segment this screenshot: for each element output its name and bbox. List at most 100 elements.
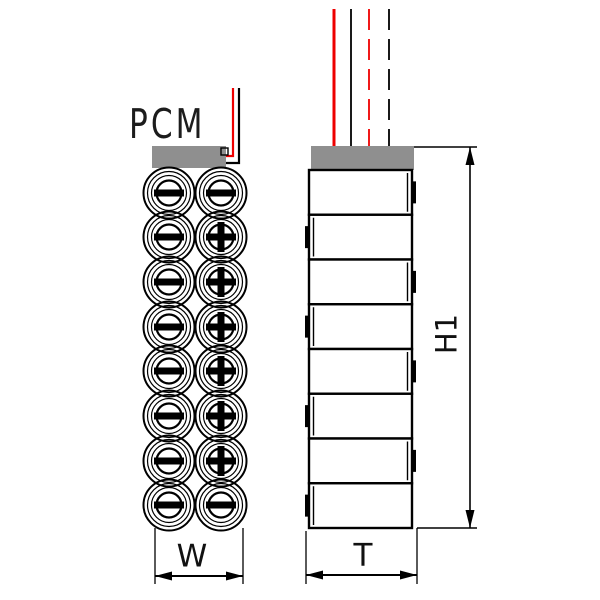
battery-cell-front xyxy=(194,166,248,220)
cell-ring xyxy=(202,397,240,435)
minus-terminal-icon xyxy=(206,501,236,509)
cell-ring xyxy=(146,304,192,350)
cell-terminal-nub xyxy=(411,181,416,204)
cell-ring xyxy=(194,210,248,264)
plus-terminal-icon xyxy=(217,401,225,431)
cell-ring xyxy=(194,300,248,354)
minus-terminal-icon xyxy=(154,189,184,197)
cell-body xyxy=(307,168,414,216)
cell-ring xyxy=(198,438,244,484)
cell-ring xyxy=(198,214,244,260)
battery-cell-side xyxy=(307,258,416,306)
minus-terminal-icon xyxy=(154,233,184,241)
battery-cell-front xyxy=(194,478,248,532)
cell-ring xyxy=(198,170,244,216)
dimension-arrow xyxy=(155,571,172,581)
battery-cell-front xyxy=(142,255,196,309)
cell-body xyxy=(307,437,414,485)
battery-cell-side xyxy=(305,213,414,261)
cell-body xyxy=(307,347,414,395)
minus-terminal-icon xyxy=(154,367,184,375)
battery-cell-side xyxy=(307,168,416,216)
battery-cell-side xyxy=(305,303,414,351)
plus-terminal-icon xyxy=(217,356,225,386)
minus-terminal-icon xyxy=(154,278,184,286)
pcm-label: PCM xyxy=(129,100,206,148)
cell-terminal-nub xyxy=(305,405,310,428)
dimension-arrow xyxy=(306,570,323,580)
minus-terminal-icon xyxy=(154,412,184,420)
battery-cell-side xyxy=(307,437,416,485)
cell-body xyxy=(307,392,414,440)
battery-cell-front xyxy=(194,389,248,443)
cell-ring xyxy=(194,478,248,532)
cell-ring xyxy=(194,434,248,488)
front-black-wire xyxy=(226,88,241,165)
cell-body xyxy=(307,213,414,261)
cell-body xyxy=(307,258,414,306)
front-red-wire xyxy=(226,88,235,158)
minus-terminal-icon xyxy=(154,501,184,509)
cell-ring xyxy=(146,259,192,305)
cell-ring xyxy=(150,486,188,524)
cell-ring xyxy=(146,214,192,260)
cell-terminal-nub xyxy=(305,315,310,338)
battery-cell-side xyxy=(305,392,414,440)
wire-solder-tab xyxy=(220,147,229,156)
battery-cell-front xyxy=(194,210,248,264)
cell-ring xyxy=(146,348,192,394)
cell-terminal-nub xyxy=(411,360,416,383)
cell-body xyxy=(307,303,414,351)
dimension-arrow xyxy=(226,571,243,581)
plus-terminal-icon xyxy=(217,222,225,252)
cell-ring xyxy=(198,304,244,350)
dimension-label-w: W xyxy=(176,538,208,575)
cell-ring xyxy=(146,482,192,528)
cell-ring xyxy=(202,263,240,301)
dimension-label-t: T xyxy=(353,537,373,574)
cell-ring xyxy=(150,397,188,435)
dimension-arrow xyxy=(400,570,417,580)
cell-ring xyxy=(202,486,240,524)
cell-ring xyxy=(202,352,240,390)
cell-ring xyxy=(194,166,248,220)
plus-terminal-icon xyxy=(217,312,225,342)
cell-terminal-nub xyxy=(411,270,416,293)
battery-cell-side xyxy=(307,347,416,395)
cell-ring xyxy=(198,259,244,305)
cell-ring xyxy=(198,393,244,439)
cell-ring xyxy=(194,389,248,443)
pcm-bar-front xyxy=(152,146,226,168)
minus-terminal-icon xyxy=(154,457,184,465)
battery-cell-front xyxy=(194,255,248,309)
plus-terminal-icon xyxy=(217,446,225,476)
pcm-bar-side xyxy=(311,146,414,170)
cell-ring xyxy=(146,438,192,484)
battery-cell-front xyxy=(194,434,248,488)
battery-cell-front xyxy=(194,344,248,398)
cell-ring xyxy=(194,344,248,398)
cell-ring xyxy=(198,348,244,394)
minus-terminal-icon xyxy=(154,323,184,331)
plus-terminal-icon xyxy=(217,267,225,297)
cell-ring xyxy=(198,482,244,528)
battery-cell-front xyxy=(142,478,196,532)
battery-cell-front xyxy=(142,389,196,443)
dimension-label-h1: H1 xyxy=(429,313,464,355)
battery-cell-front xyxy=(142,300,196,354)
dimension-arrow xyxy=(465,147,475,165)
battery-cell-front xyxy=(142,210,196,264)
battery-cell-front xyxy=(142,344,196,398)
battery-cell-side xyxy=(305,482,414,530)
cell-terminal-nub xyxy=(305,226,310,249)
cell-ring xyxy=(150,218,188,256)
cell-ring xyxy=(150,352,188,390)
cell-ring xyxy=(150,263,188,301)
cell-ring xyxy=(194,255,248,309)
cell-terminal-nub xyxy=(305,494,310,517)
dimension-arrow xyxy=(465,510,475,528)
cell-body xyxy=(307,482,414,530)
cell-ring xyxy=(202,218,240,256)
